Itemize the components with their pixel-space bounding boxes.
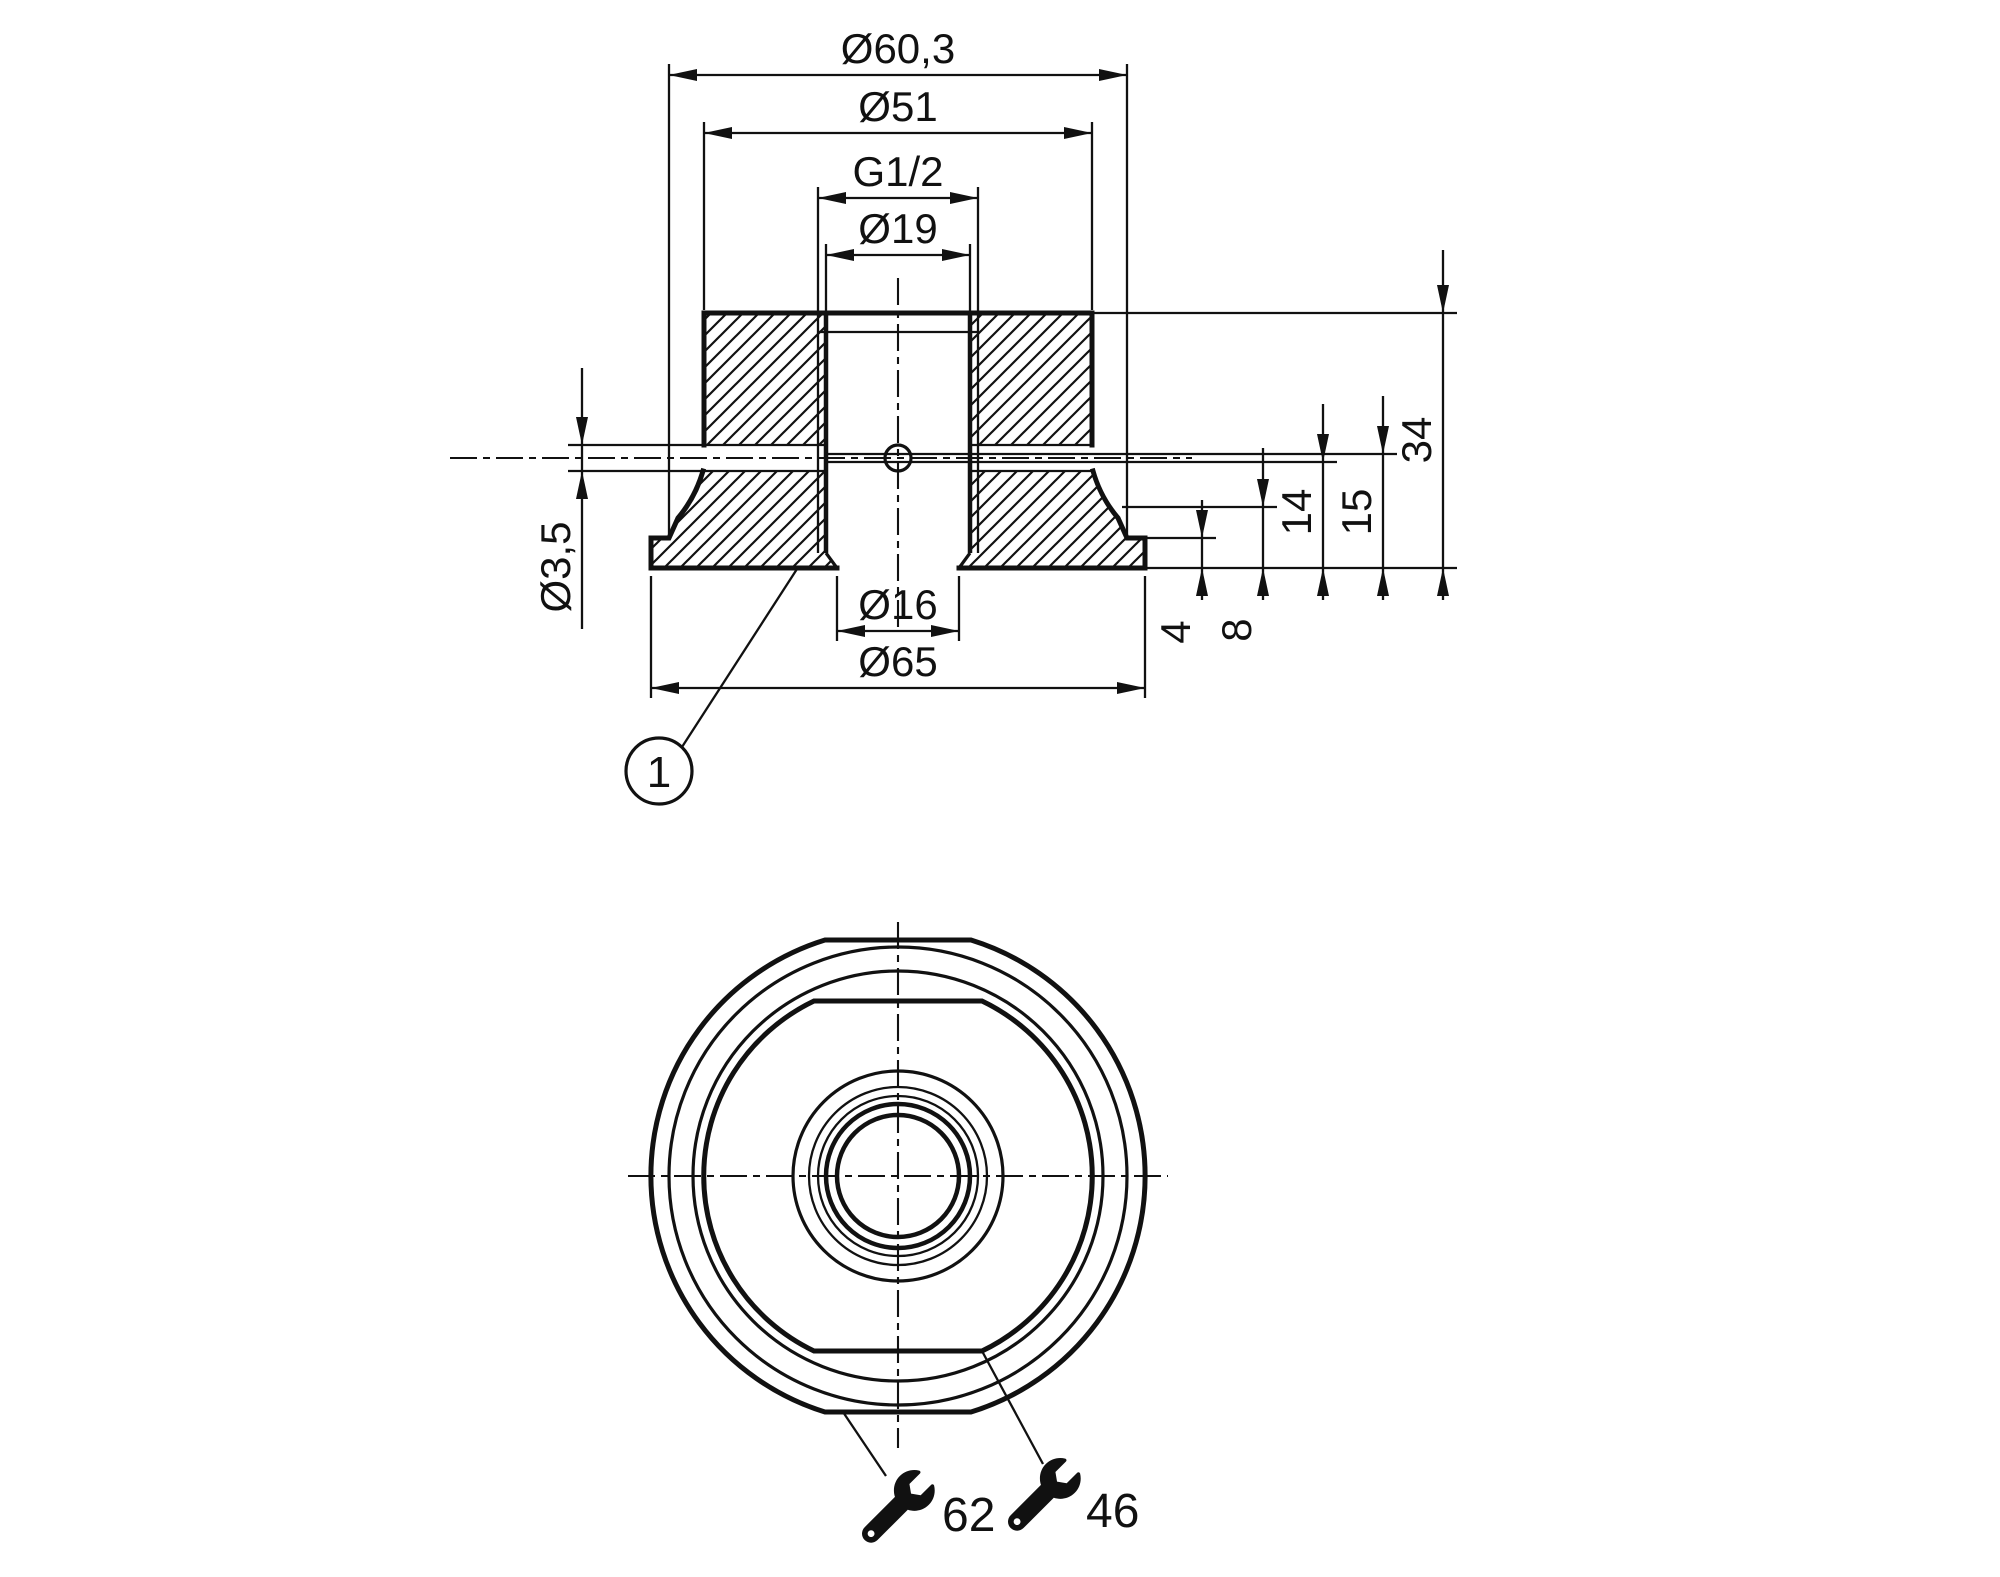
dimension-dia-60-3: Ø60,3 <box>667 25 1129 538</box>
dim-label-dia-60-3: Ø60,3 <box>841 25 955 72</box>
dimension-dia-51: Ø51 <box>702 83 1094 310</box>
dimension-height-8: 8 <box>1213 448 1269 642</box>
dimension-height-15: 15 <box>1333 396 1389 600</box>
dimension-dia-3-5: Ø3,5 <box>532 368 588 629</box>
dim-label-dia-3-5: Ø3,5 <box>532 521 579 612</box>
dimension-dia-19: Ø19 <box>824 205 972 311</box>
dimension-dia-65: Ø65 <box>649 576 1147 698</box>
dim-label-height-8: 8 <box>1213 618 1260 641</box>
wrench-flat-62-callout: 62 <box>842 1411 995 1543</box>
balloon-callout: 1 <box>624 568 798 806</box>
dimension-height-34: 34 <box>1393 250 1449 600</box>
dimension-dia-16: Ø16 <box>835 576 961 641</box>
dim-label-thread: G1/2 <box>852 148 943 195</box>
dim-label-height-15: 15 <box>1333 489 1380 536</box>
wrench-size-62: 62 <box>942 1489 995 1542</box>
dim-label-height-4: 4 <box>1152 620 1199 643</box>
bottom-centerlines <box>628 922 1168 1448</box>
wrench-size-46: 46 <box>1086 1485 1139 1538</box>
dim-label-dia-51: Ø51 <box>858 83 937 130</box>
part-outline <box>648 310 1148 571</box>
dim-label-height-14: 14 <box>1273 489 1320 536</box>
dim-label-dia-65: Ø65 <box>858 638 937 685</box>
bottom-view: 62 46 <box>628 922 1168 1543</box>
wrench-icon <box>861 1470 935 1543</box>
dimension-height-14: 14 <box>1273 404 1329 600</box>
wrench-icon <box>1007 1458 1081 1531</box>
wrench-flat-46-callout: 46 <box>980 1350 1139 1538</box>
balloon-label: 1 <box>647 748 671 797</box>
section-view: Ø60,3 Ø51 G1/2 Ø19 <box>450 25 1457 806</box>
balloon-circle <box>624 736 694 806</box>
dim-label-dia-16: Ø16 <box>858 581 937 628</box>
section-centerlines <box>450 278 1192 628</box>
dim-label-height-34: 34 <box>1393 417 1440 464</box>
height-reference-lines <box>1092 311 1457 570</box>
hatch-regions <box>651 313 1145 568</box>
dimension-height-4: 4 <box>1152 500 1208 644</box>
dim-label-dia-19: Ø19 <box>858 205 937 252</box>
dimension-thread-g12: G1/2 <box>816 148 980 311</box>
